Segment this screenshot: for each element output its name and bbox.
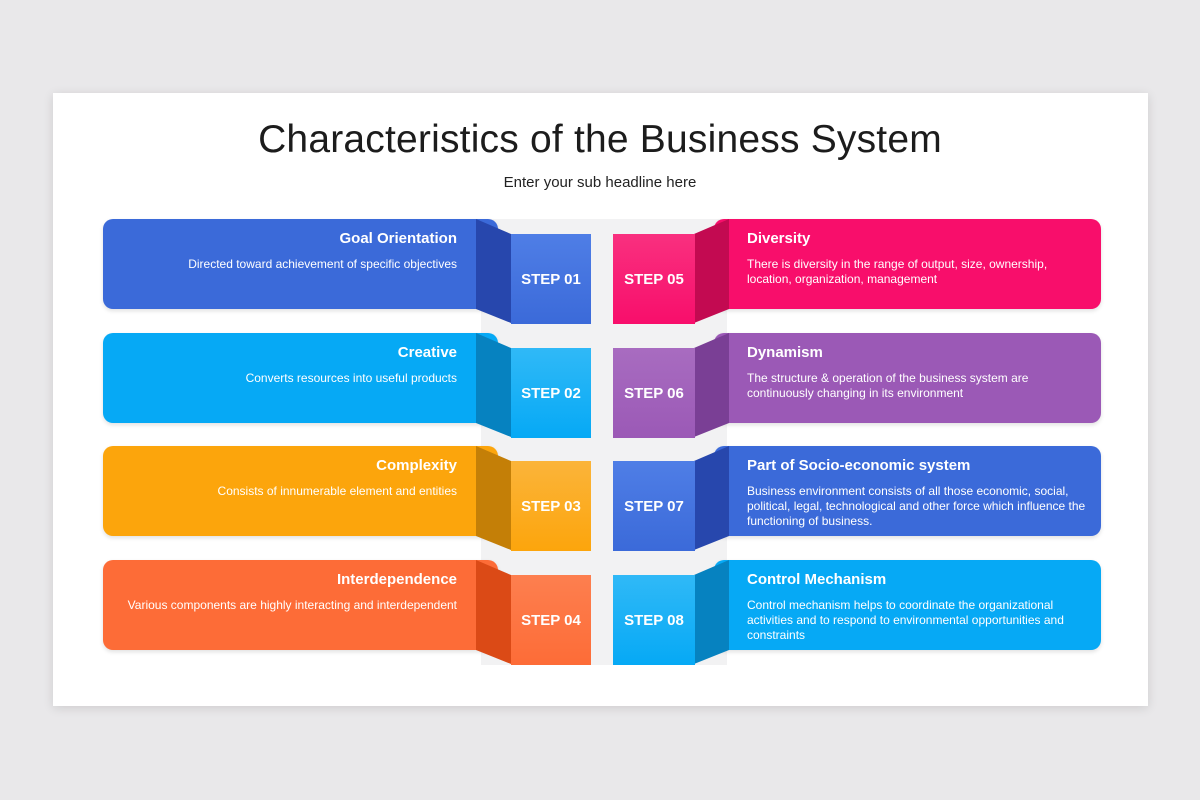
characteristic-description: Directed toward achievement of specific …: [188, 257, 457, 271]
step-label: STEP 03: [511, 461, 591, 551]
step-fold: [694, 560, 729, 664]
step-fold: [476, 219, 511, 323]
characteristic-description: There is diversity in the range of outpu…: [747, 257, 1048, 286]
step-fold: [694, 446, 729, 550]
step-fold: [476, 333, 511, 437]
characteristic-title: Control Mechanism: [747, 571, 887, 588]
step-label: STEP 04: [511, 575, 591, 665]
characteristic-description: The structure & operation of the busines…: [747, 371, 1029, 400]
page-title: Characteristics of the Business System: [258, 118, 942, 161]
characteristic-description: Consists of innumerable element and enti…: [217, 484, 457, 498]
step-fold: [476, 560, 511, 664]
characteristic-description: Control mechanism helps to coordinate th…: [747, 598, 1064, 642]
step-label: STEP 02: [511, 348, 591, 438]
step-fold: [694, 333, 729, 437]
characteristic-title: Dynamism: [747, 344, 823, 361]
step-label: STEP 08: [613, 575, 695, 665]
step-label: STEP 01: [511, 234, 591, 324]
characteristic-title: Complexity: [376, 457, 457, 474]
step-fold: [694, 219, 729, 323]
step-label: STEP 05: [613, 234, 695, 324]
characteristic-title: Diversity: [747, 230, 811, 247]
characteristic-title: Creative: [397, 344, 457, 361]
page-subtitle: Enter your sub headline here: [503, 174, 697, 191]
step-label: STEP 07: [613, 461, 695, 551]
characteristic-title: Interdependence: [336, 571, 457, 588]
characteristic-title: Goal Orientation: [339, 230, 457, 247]
step-fold: [476, 446, 511, 550]
step-label: STEP 06: [613, 348, 695, 438]
characteristic-description: Converts resources into useful products: [245, 371, 457, 385]
characteristic-description: Business environment consists of all tho…: [747, 484, 1086, 528]
characteristic-description: Various components are highly interactin…: [127, 598, 457, 612]
characteristic-title: Part of Socio-economic system: [747, 457, 971, 474]
